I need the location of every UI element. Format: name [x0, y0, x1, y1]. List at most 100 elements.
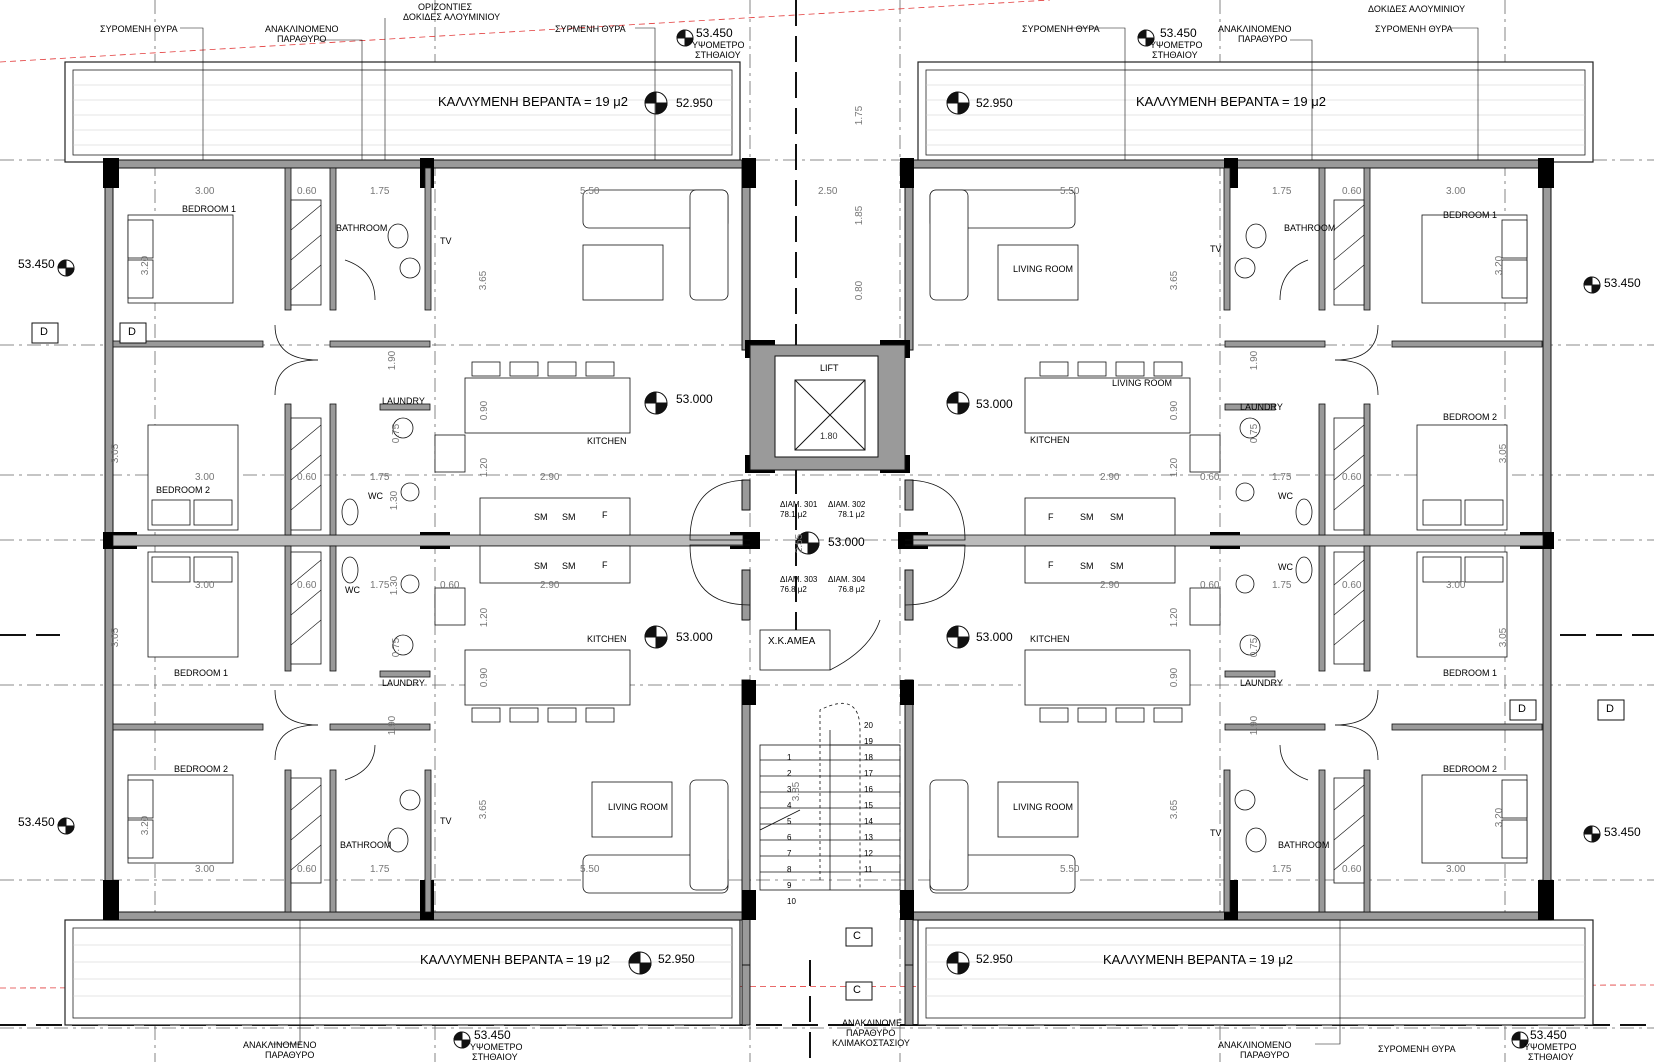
note-sill-3b: ΣΤΗΘΑΙΟΥ — [472, 1052, 518, 1062]
room-living-bl: LIVING ROOM — [608, 802, 669, 812]
dim-br-300: 3.00 — [1446, 580, 1466, 591]
dim-bbl-175: 1.75 — [370, 864, 390, 875]
stair-step: 15 — [864, 801, 873, 810]
note-tilt-window-4a: ΑΝΑΚΛΙΝΟΜΕΝΟ — [1218, 1040, 1292, 1050]
room-tv-tl: TV — [440, 236, 452, 246]
landing-doors — [689, 479, 966, 606]
dim-bl-300: 3.00 — [195, 580, 215, 591]
room-bedroom2-bl: BEDROOM 2 — [174, 764, 229, 774]
room-bedroom2-tr: BEDROOM 2 — [1443, 412, 1498, 422]
dim-v-365-l: 3.65 — [478, 270, 490, 291]
veranda-top-right-label: ΚΑΛΛΥΜΕΝΗ ΒΕΡΑΝΤΑ = 19 μ2 — [1136, 94, 1326, 109]
floor-level-5: 53.000 — [976, 630, 1013, 644]
room-living-tr: LIVING ROOM — [1013, 264, 1074, 274]
stair-step: 5 — [787, 817, 792, 826]
apartment-301-area: 78.1 μ2 — [780, 510, 807, 519]
dim-br-060: 0.60 — [1200, 580, 1220, 591]
room-bathroom-br: BATHROOM — [1278, 840, 1330, 850]
dim-v-320-br: 3.20 — [1494, 807, 1506, 828]
note-beams-1b: ΔΟΚΙΔΕΣ ΑΛΟΥΜΙΝΙΟΥ — [403, 12, 501, 22]
stair-step: 16 — [864, 785, 873, 794]
apartment-304-name: ΔΙΑΜ. 304 — [828, 575, 866, 584]
note-tilt-window-1b: ΠΑΡΑΘΥΡΟ — [277, 34, 327, 44]
note-tilt-window-3a: ΑΝΑΚΛΙΝΟΜΕΝΟ — [243, 1040, 317, 1050]
dim-tl-060: 0.60 — [297, 186, 317, 197]
dim-bbr-550: 5.50 — [1060, 864, 1080, 875]
veranda-level-tr: 52.950 — [976, 96, 1013, 110]
dim-v-305-r: 3.05 — [1498, 443, 1510, 464]
f-label-1: F — [602, 510, 608, 520]
dim-v-305-bl: 3.05 — [110, 627, 122, 648]
note-tilt-window-2b: ΠΑΡΑΘΥΡΟ — [1238, 34, 1288, 44]
note-sill-4a: ΥΨΟΜΕΤΡΟ — [1524, 1042, 1577, 1052]
f-label-3: F — [1048, 512, 1054, 522]
dim-v-075-bl: 0.75 — [391, 637, 403, 658]
note-sliding-door-2: ΣΥΡΜΕΝΗ ΘΥΡΑ — [555, 24, 626, 34]
stair-step: 13 — [864, 833, 873, 842]
sanitary-fixtures — [341, 223, 1313, 853]
room-laundry-tr: LAUNDRY — [1240, 402, 1283, 412]
room-bathroom-tl: BATHROOM — [336, 223, 388, 233]
level-bottom-left: 53.450 — [474, 1028, 511, 1042]
section-mark-d-1: D — [40, 326, 48, 338]
sm-label-1: SM — [534, 512, 548, 522]
disabled-wc — [759, 619, 881, 671]
dim-v-190-r: 1.90 — [1249, 350, 1261, 371]
note-beams-2: ΔΟΚΙΔΕΣ ΑΛΟΥΜΙΝΙΟΥ — [1368, 4, 1466, 14]
veranda-bottom-left-label: ΚΑΛΛΥΜΕΝΗ ΒΕΡΑΝΤΑ = 19 μ2 — [420, 952, 610, 967]
sm-label-8: SM — [1110, 561, 1124, 571]
lift-shaft — [749, 344, 906, 471]
room-laundry-br: LAUNDRY — [1240, 678, 1283, 688]
room-bedroom2-tl: BEDROOM 2 — [156, 485, 211, 495]
section-mark-c-1: C — [853, 930, 861, 942]
room-bathroom-tr: BATHROOM — [1284, 223, 1336, 233]
stair-step: 17 — [864, 769, 873, 778]
apartment-303-area: 76.8 μ2 — [780, 585, 807, 594]
dim-v-120-r: 1.20 — [1169, 457, 1181, 478]
section-mark-d-4: D — [1606, 703, 1614, 715]
dim-mr-060: 0.60 — [1200, 472, 1220, 483]
stair-step: 12 — [864, 849, 873, 858]
note-tilt-window-2a: ΑΝΑΚΛΙΝΟΜΕΝΟ — [1218, 24, 1292, 34]
dim-bbl-300: 3.00 — [195, 864, 215, 875]
room-laundry-tl: LAUNDRY — [382, 396, 425, 406]
apartment-301-name: ΔΙΑΜ. 301 — [780, 500, 818, 509]
dim-ml-175: 1.75 — [370, 472, 390, 483]
note-stair-window-1: ΑΝΑΚΛΙΝΟΜΕ — [842, 1018, 903, 1028]
dim-v-255-core: 2.55 — [794, 533, 806, 554]
dim-bbl-060: 0.60 — [297, 864, 317, 875]
f-label-4: F — [1048, 560, 1054, 570]
dim-br-060b: 0.60 — [1342, 580, 1362, 591]
note-beams-1a: ΟΡΙΖΟΝΤΙΕΣ — [418, 2, 473, 12]
beds — [127, 214, 1528, 864]
room-bedroom1-tl: BEDROOM 1 — [182, 204, 237, 214]
dim-v-090-l: 0.90 — [479, 400, 491, 421]
apartment-302-name: ΔΙΑΜ. 302 — [828, 500, 866, 509]
room-wc-tl: WC — [368, 491, 383, 501]
dim-bl-060b: 0.60 — [440, 580, 460, 591]
room-bathroom-bl: BATHROOM — [340, 840, 392, 850]
side-level-top-right: 53.450 — [1604, 276, 1641, 290]
dim-v-190-l: 1.90 — [387, 350, 399, 371]
lift-label: LIFT — [820, 363, 839, 373]
side-level-bottom-left: 53.450 — [18, 815, 55, 829]
room-laundry-bl: LAUNDRY — [382, 678, 425, 688]
middle-wall — [112, 534, 1544, 547]
dim-tl-550: 5.50 — [580, 186, 600, 197]
stair-step: 8 — [787, 865, 792, 874]
stair-step: 2 — [787, 769, 792, 778]
note-sill-2b: ΣΤΗΘΑΙΟΥ — [1152, 50, 1198, 60]
dim-v-120-bl: 1.20 — [479, 607, 491, 628]
room-kitchen-br: KITCHEN — [1030, 634, 1070, 644]
stair-step: 10 — [787, 897, 796, 906]
dim-tr-300: 3.00 — [1446, 186, 1466, 197]
sm-label-6: SM — [1110, 512, 1124, 522]
floor-level-1: 53.000 — [676, 392, 713, 406]
apartment-302-area: 78.1 μ2 — [838, 510, 865, 519]
dim-v-185-core: 1.85 — [854, 205, 866, 226]
dim-v-090-br: 0.90 — [1169, 667, 1181, 688]
dim-tr-060: 0.60 — [1342, 186, 1362, 197]
dim-bl-060: 0.60 — [297, 580, 317, 591]
veranda-top-left-label: ΚΑΛΛΥΜΕΝΗ ΒΕΡΑΝΤΑ = 19 μ2 — [438, 94, 628, 109]
